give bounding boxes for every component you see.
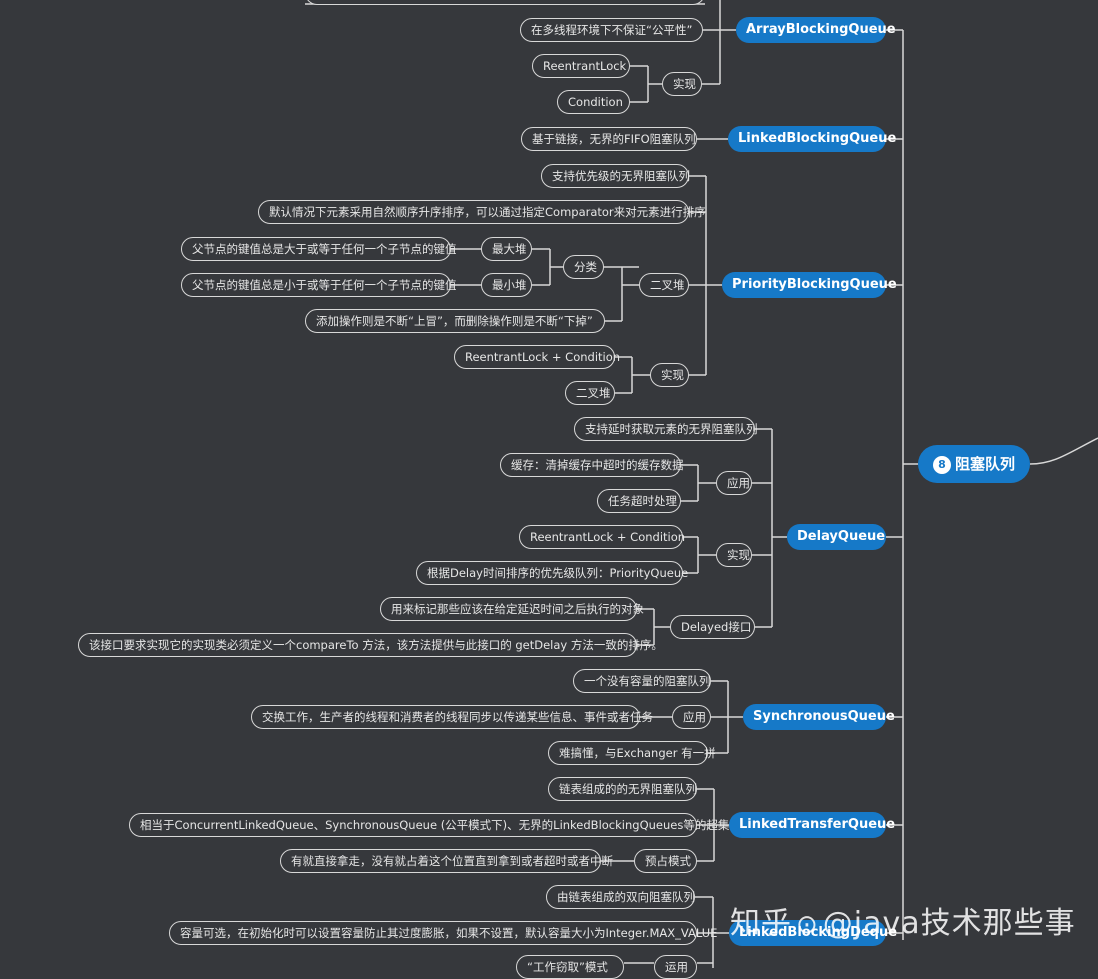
delay-interface1-node[interactable]: 用来标记那些应该在给定延迟时间之后执行的对象	[380, 597, 644, 621]
array-condition-node[interactable]: Condition	[557, 90, 630, 114]
sync-desc-node[interactable]: 一个没有容量的阻塞队列	[573, 669, 711, 693]
sync-app1-node[interactable]: 交换工作，生产者的线程和消费者的线程同步以传递某些信息、事件或者任务	[251, 705, 653, 729]
node-synchronous-queue[interactable]: SynchronousQueue	[743, 704, 895, 730]
priority-class-node[interactable]: 分类	[563, 255, 604, 279]
priority-minheap-desc-node[interactable]: 父节点的键值总是小于或等于任何一个子节点的键值	[181, 273, 457, 297]
delay-app2-node[interactable]: 任务超时处理	[597, 489, 681, 513]
sync-app-node[interactable]: 应用	[672, 705, 711, 729]
priority-minheap-node[interactable]: 最小堆	[481, 273, 532, 297]
priority-impl-lock-node[interactable]: ReentrantLock + Condition	[454, 345, 620, 369]
deque-desc-node[interactable]: 由链表组成的双向阻塞队列	[546, 885, 695, 909]
array-fairness-node[interactable]: 在多线程环境下不保证“公平性”	[520, 18, 703, 42]
transfer-preempt-node[interactable]: 预占模式	[634, 849, 697, 873]
node-delay-queue[interactable]: DelayQueue	[787, 524, 886, 550]
zhihu-brand: 知乎	[730, 906, 792, 941]
node-priority-blocking-queue[interactable]: PriorityBlockingQueue	[722, 272, 897, 298]
number-badge: 8	[932, 456, 951, 474]
priority-desc1-node[interactable]: 支持优先级的无界阻塞队列	[541, 164, 690, 188]
delay-interface-node[interactable]: Delayed接口	[670, 615, 755, 639]
deque-steal-node[interactable]: “工作窃取”模式	[516, 955, 624, 979]
delay-desc-node[interactable]: 支持延时获取元素的无界阻塞队列	[574, 417, 758, 441]
delay-impl1-node[interactable]: ReentrantLock + Condition	[519, 525, 685, 549]
cut-off-node[interactable]	[305, 0, 705, 5]
transfer-superset-node[interactable]: 相当于ConcurrentLinkedQueue、SynchronousQueu…	[129, 813, 729, 837]
node-array-blocking-queue[interactable]: ArrayBlockingQueue	[736, 17, 896, 43]
priority-heap-node[interactable]: 二叉堆	[639, 273, 689, 297]
priority-maxheap-desc-node[interactable]: 父节点的键值总是大于或等于任何一个子节点的键值	[181, 237, 457, 261]
priority-maxheap-node[interactable]: 最大堆	[481, 237, 532, 261]
node-linked-blocking-queue[interactable]: LinkedBlockingQueue	[728, 126, 896, 152]
delay-impl2-node[interactable]: 根据Delay时间排序的优先级队列：PriorityQueue	[416, 561, 688, 585]
node-linked-blocking-deque[interactable]: LinkedBlockingDeque	[729, 920, 897, 946]
priority-impl-heap-node[interactable]: 二叉堆	[565, 381, 615, 405]
delay-app-node[interactable]: 应用	[716, 471, 752, 495]
deque-use-node[interactable]: 运用	[654, 955, 697, 979]
camera-icon: ⊙	[796, 910, 819, 940]
delay-impl-node[interactable]: 实现	[716, 543, 752, 567]
priority-ops-node[interactable]: 添加操作则是不断“上冒”，而删除操作则是不断“下掉”	[305, 309, 605, 333]
sync-hard-node[interactable]: 难搞懂，与Exchanger 有一拼	[548, 741, 716, 765]
transfer-desc-node[interactable]: 链表组成的的无界阻塞队列	[548, 777, 697, 801]
watermark: 知乎⊙@java技术那些事	[730, 898, 1076, 942]
priority-desc2-node[interactable]: 默认情况下元素采用自然顺序升序排序，可以通过指定Comparator来对元素进行…	[258, 200, 706, 224]
root-label: 阻塞队列	[954, 455, 1015, 473]
priority-impl-node[interactable]: 实现	[650, 363, 689, 387]
array-reentrantlock-node[interactable]: ReentrantLock	[532, 54, 630, 78]
delay-interface2-node[interactable]: 该接口要求实现它的实现类必须定义一个compareTo 方法，该方法提供与此接口…	[78, 633, 663, 657]
delay-app1-node[interactable]: 缓存：清掉缓存中超时的缓存数据	[500, 453, 684, 477]
linked-desc-node[interactable]: 基于链接，无界的FIFO阻塞队列	[521, 127, 697, 151]
transfer-preempt1-node[interactable]: 有就直接拿走，没有就占着这个位置直到拿到或者超时或者中断	[280, 849, 613, 873]
node-linked-transfer-queue[interactable]: LinkedTransferQueue	[729, 812, 895, 838]
deque-capacity-node[interactable]: 容量可选，在初始化时可以设置容量防止其过度膨胀，如果不设置，默认容量大小为Int…	[169, 921, 717, 945]
watermark-text: @java技术那些事	[822, 906, 1076, 941]
array-impl-node[interactable]: 实现	[662, 72, 702, 96]
